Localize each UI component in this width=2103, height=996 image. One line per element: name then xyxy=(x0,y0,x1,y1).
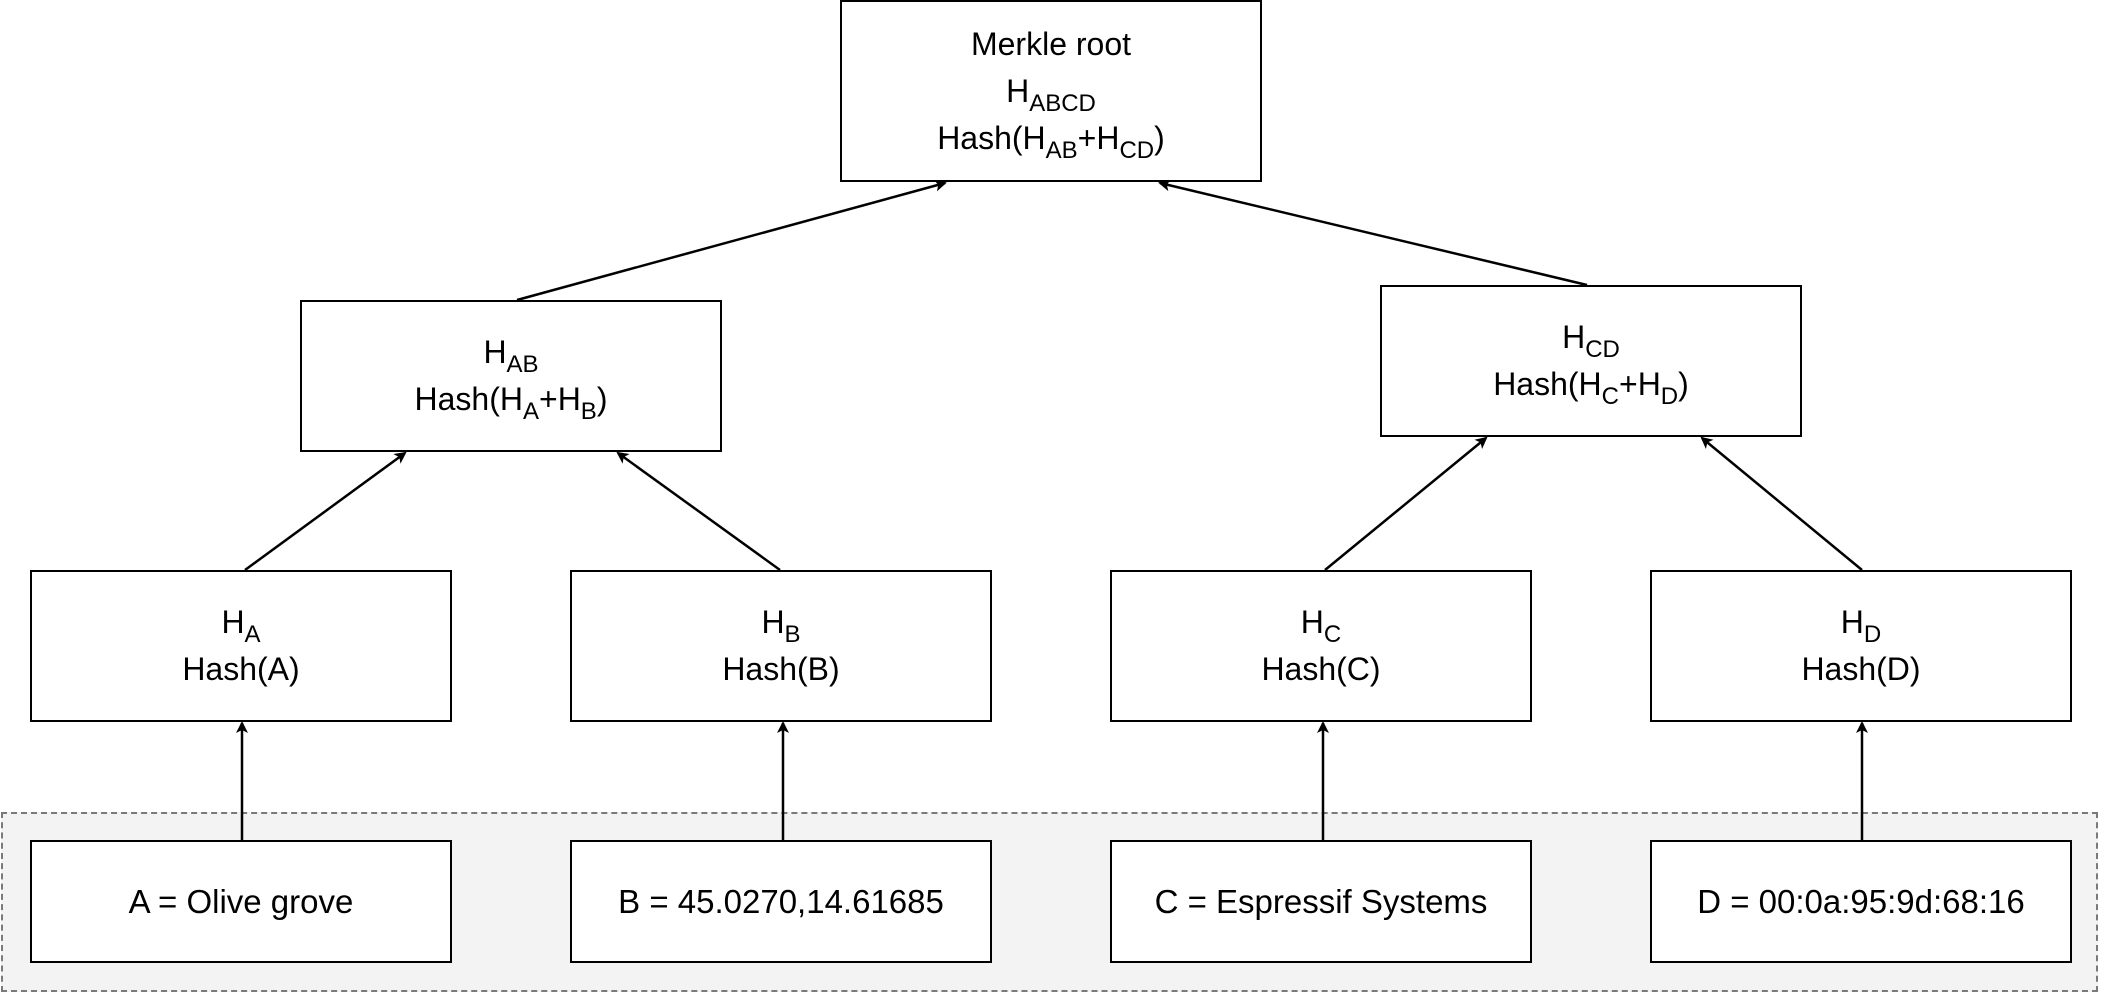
hash-subscript: D xyxy=(1863,621,1882,648)
arrow-hc-to-hcd xyxy=(1324,436,1488,571)
merkle-root-hash-label: HABCD xyxy=(1006,68,1096,117)
hash-symbol: H xyxy=(1006,72,1030,109)
formula-prefix: Hash(H xyxy=(937,119,1046,156)
data-block-text: D = 00:0a:95:9d:68:16 xyxy=(1697,883,2025,920)
data-block-text: A = Olive grove xyxy=(128,883,354,920)
formula-subscript-left: A xyxy=(522,398,539,425)
formula-plus: +H xyxy=(539,381,581,417)
formula-prefix: Hash(H xyxy=(414,381,523,417)
hash-node-ab: HAB Hash(HA+HB) xyxy=(300,300,722,452)
leaf-hash-label: HA xyxy=(221,599,261,648)
data-block-text: C = Espressif Systems xyxy=(1154,883,1488,920)
hash-symbol: H xyxy=(1840,604,1864,640)
leaf-hash-node-d: HD Hash(D) xyxy=(1650,570,2072,722)
hash-node-ab-label: HAB xyxy=(483,329,539,378)
arrow-hab-to-root xyxy=(516,179,947,302)
formula-subscript-left: AB xyxy=(1045,136,1078,164)
arrow-hb-to-hab xyxy=(616,451,781,572)
hash-subscript: A xyxy=(244,621,261,648)
hash-subscript: AB xyxy=(506,351,539,378)
hash-node-ab-formula: Hash(HA+HB) xyxy=(414,376,608,425)
formula-plus: +H xyxy=(1619,366,1661,402)
formula-suffix: ) xyxy=(1678,366,1689,402)
leaf-hash-label: HC xyxy=(1300,599,1342,648)
data-block-a: A = Olive grove xyxy=(30,840,452,963)
hash-symbol: H xyxy=(761,604,785,640)
hash-subscript: ABCD xyxy=(1029,89,1096,117)
hash-node-cd: HCD Hash(HC+HD) xyxy=(1380,285,1802,437)
hash-node-cd-formula: Hash(HC+HD) xyxy=(1493,361,1689,410)
hash-symbol: H xyxy=(221,604,245,640)
data-block-b: B = 45.0270,14.61685 xyxy=(570,840,992,963)
formula-suffix: ) xyxy=(596,381,608,417)
merkle-root-node: Merkle root HABCD Hash(HAB+HCD) xyxy=(840,0,1262,182)
leaf-hash-node-a: HA Hash(A) xyxy=(30,570,452,722)
leaf-hash-label: HB xyxy=(761,599,801,648)
formula-subscript-right: B xyxy=(580,398,597,425)
formula-subscript-right: D xyxy=(1660,383,1679,410)
hash-symbol: H xyxy=(1562,319,1586,355)
hash-subscript: CD xyxy=(1585,336,1620,363)
hash-subscript: C xyxy=(1323,621,1342,648)
formula-suffix: ) xyxy=(1154,119,1165,156)
data-block-text: B = 45.0270,14.61685 xyxy=(618,883,944,920)
arrow-hcd-to-root xyxy=(1158,179,1588,287)
merkle-root-title: Merkle root xyxy=(970,25,1132,62)
hash-node-cd-label: HCD xyxy=(1562,314,1620,363)
leaf-hash-formula: Hash(A) xyxy=(182,651,300,687)
data-block-d: D = 00:0a:95:9d:68:16 xyxy=(1650,840,2072,963)
leaf-hash-node-c: HC Hash(C) xyxy=(1110,570,1532,722)
formula-plus: +H xyxy=(1077,119,1120,156)
hash-symbol: H xyxy=(483,334,507,370)
formula-prefix: Hash(H xyxy=(1493,366,1602,402)
merkle-root-formula: Hash(HAB+HCD) xyxy=(937,115,1165,164)
hash-subscript: B xyxy=(784,621,801,648)
formula-subscript-right: CD xyxy=(1119,136,1155,164)
leaf-hash-formula: Hash(D) xyxy=(1801,651,1921,687)
data-block-c: C = Espressif Systems xyxy=(1110,840,1532,963)
formula-subscript-left: C xyxy=(1601,383,1619,410)
hash-symbol: H xyxy=(1300,604,1324,640)
leaf-hash-label: HD xyxy=(1840,599,1882,648)
arrow-hd-to-hcd xyxy=(1700,436,1863,571)
leaf-hash-formula: Hash(B) xyxy=(722,651,840,687)
arrow-ha-to-hab xyxy=(244,451,407,572)
leaf-hash-node-b: HB Hash(B) xyxy=(570,570,992,722)
leaf-hash-formula: Hash(C) xyxy=(1261,651,1381,687)
